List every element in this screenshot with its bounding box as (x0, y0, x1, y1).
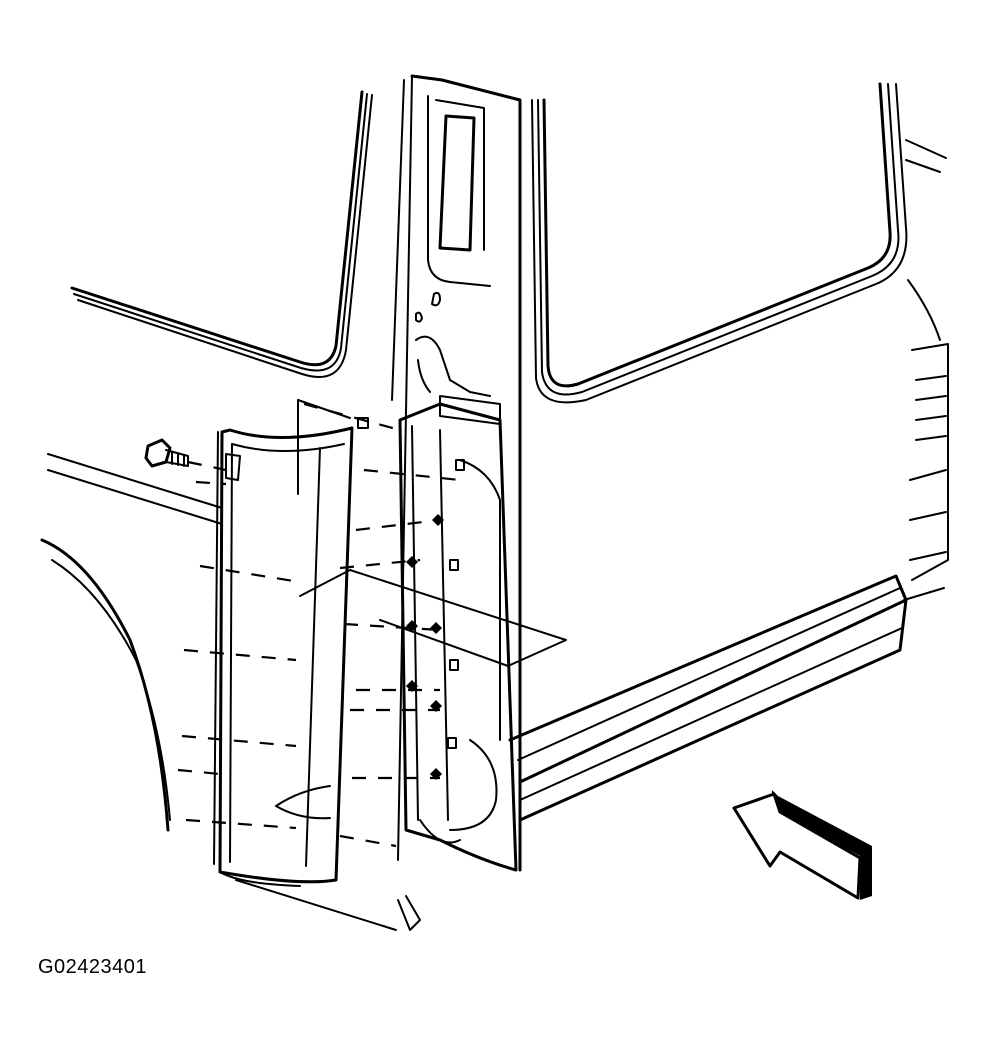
front-door-body (40, 453, 223, 832)
rear-door-window-frame (531, 82, 908, 404)
alignment-lines (177, 402, 461, 848)
view-direction-arrow (732, 790, 872, 900)
b-pillar-trim-panel (213, 426, 354, 887)
front-door-window-frame (70, 90, 373, 378)
retaining-clips (357, 417, 465, 780)
figure-id-label: G02423401 (38, 956, 148, 978)
screw-fastener (144, 438, 227, 472)
b-pillar (391, 74, 522, 872)
rear-body-structure (903, 139, 949, 601)
rocker-panel (508, 574, 908, 822)
pillar-inner-with-clips (397, 291, 518, 931)
